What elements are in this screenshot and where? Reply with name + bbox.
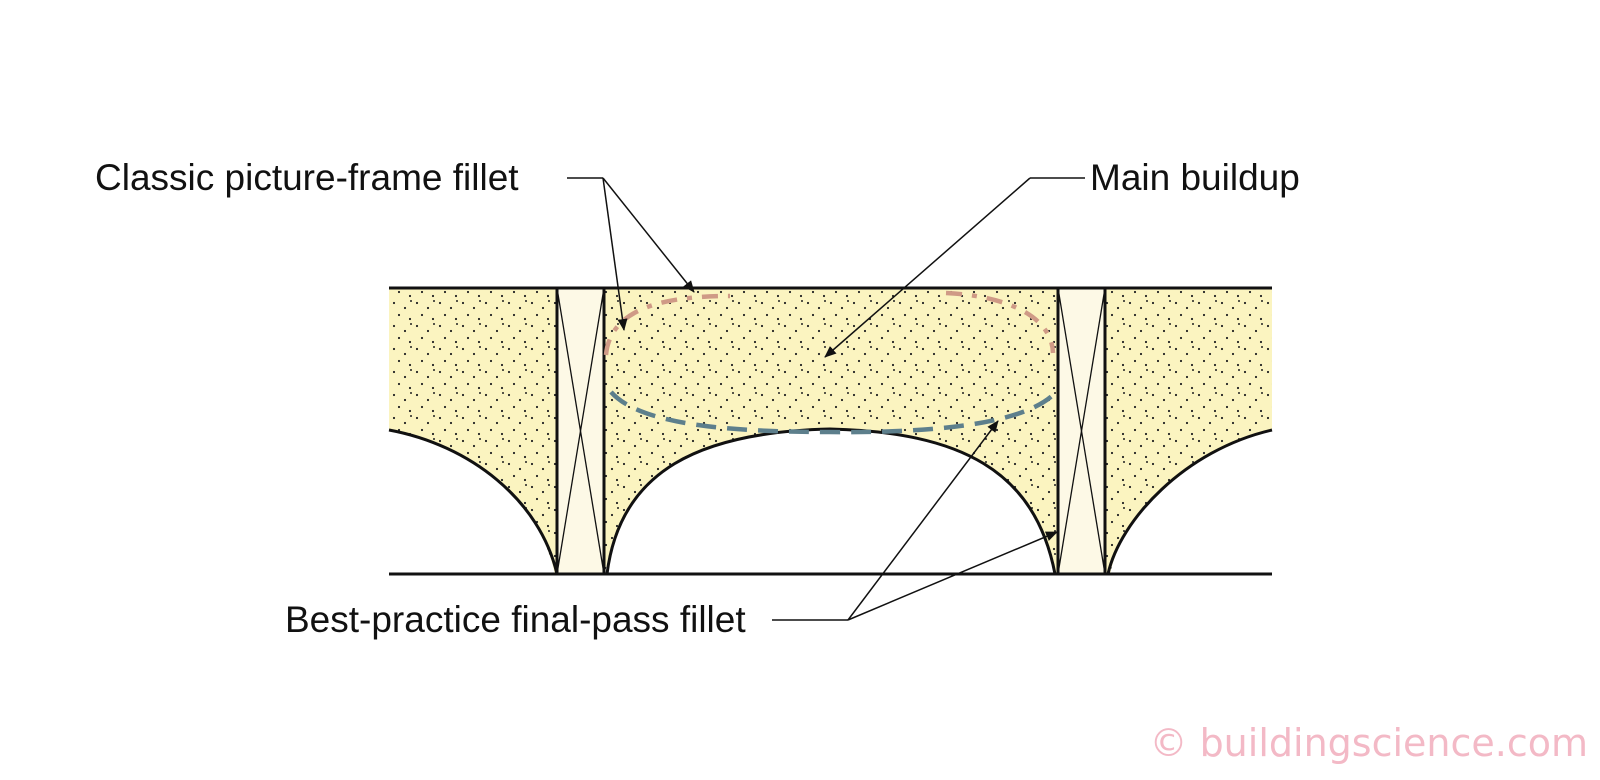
foam-arch-outlines bbox=[388, 427, 1273, 575]
stud-right bbox=[1056, 286, 1107, 576]
main-buildup-leader bbox=[824, 177, 1085, 358]
final-pass-fillet-outline bbox=[609, 390, 1055, 435]
foam-layer bbox=[389, 288, 1272, 575]
final-pass-fillet-leaders bbox=[772, 420, 1058, 621]
watermark: © buildingscience.com bbox=[1149, 721, 1588, 765]
stud-left bbox=[555, 286, 606, 576]
classic-fillet-label: Classic picture-frame fillet bbox=[95, 157, 519, 198]
classic-fillet-outline bbox=[603, 290, 1056, 356]
classic-fillet-leaders bbox=[567, 177, 695, 331]
best-practice-fillet-label: Best-practice final-pass fillet bbox=[285, 599, 746, 640]
main-buildup-label: Main buildup bbox=[1090, 157, 1300, 198]
